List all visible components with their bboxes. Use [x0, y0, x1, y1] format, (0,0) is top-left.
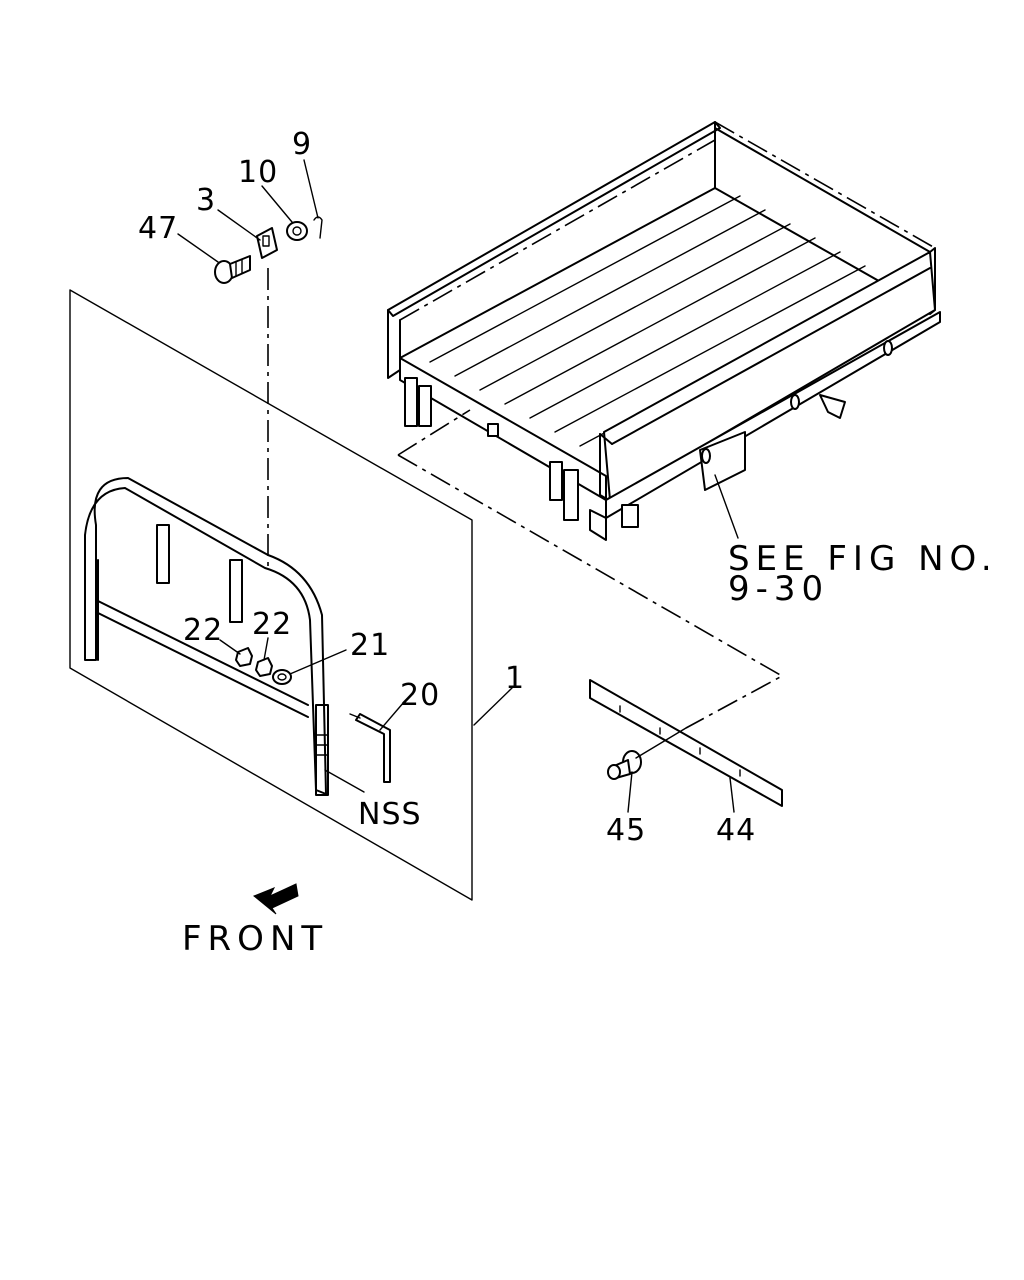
truck-bed-assembly	[387, 121, 941, 541]
label-nss: NSS	[358, 797, 422, 832]
washer-21	[272, 669, 292, 685]
label-part-45: 45	[606, 813, 646, 848]
reference-line-2: 9-30	[728, 569, 829, 609]
headboard-guard	[84, 477, 329, 796]
label-part-44: 44	[716, 813, 756, 848]
label-part-47: 47	[138, 211, 178, 246]
label-part-22-left: 22	[183, 613, 223, 648]
nut-10	[286, 221, 308, 241]
strip-44	[589, 679, 783, 807]
bolt-47	[214, 255, 251, 284]
front-arrow-icon	[253, 883, 299, 915]
assembly-centre-lines	[267, 268, 784, 729]
nut-22-left	[235, 647, 253, 667]
guard-panel-outline	[69, 289, 473, 901]
plate-3	[256, 227, 278, 259]
label-part-9: 9	[292, 127, 312, 162]
leader-lines	[177, 159, 735, 813]
label-part-10: 10	[238, 155, 278, 190]
label-part-21: 21	[350, 628, 390, 663]
pin-9	[313, 216, 323, 239]
pin-20	[349, 713, 391, 783]
label-part-3: 3	[196, 183, 216, 218]
reference-line-1: SEE FIG NO.	[728, 539, 998, 579]
bolt-45	[607, 750, 642, 780]
front-direction-label: FRONT	[182, 919, 328, 959]
nut-22-right	[255, 657, 273, 677]
label-part-1: 1	[505, 661, 525, 696]
label-part-20: 20	[400, 678, 440, 713]
label-part-22-right: 22	[252, 607, 292, 642]
